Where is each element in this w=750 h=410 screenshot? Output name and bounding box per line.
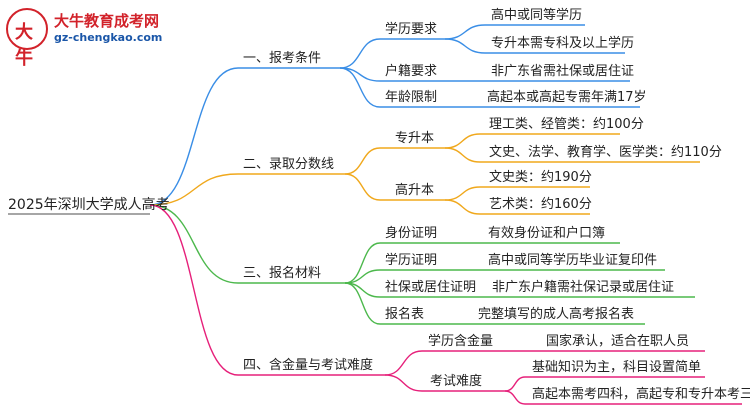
branch-label-1: 一、报考条件: [243, 51, 322, 66]
branch-4-connector: [149, 204, 239, 376]
leaf-1-1-1: 高中或同等学历: [491, 8, 583, 23]
branch-3-connector: [149, 204, 239, 284]
leaf-4-2-1-connector: [504, 376, 526, 392]
leaf-3-2-1: 高中或同等学历毕业证复印件: [488, 253, 658, 268]
branch-label-4: 四、含金量与考试难度: [243, 358, 374, 373]
node-3-1-connector: [344, 242, 381, 284]
node-1-1-connector: [339, 38, 381, 69]
node-1-1: 学历要求: [385, 22, 438, 37]
branch-label-2: 二、录取分数线: [243, 157, 335, 172]
leaf-4-1-1: 国家承认，适合在职人员: [546, 334, 690, 349]
leaf-2-1-1: 理工类、经管类：约100分: [489, 117, 644, 132]
leaf-1-1-2-connector: [444, 38, 486, 54]
leaf-1-1-2: 专升本需专科及以上学历: [491, 36, 635, 51]
leaf-4-2-2-connector: [504, 390, 526, 405]
logo-title: 大牛教育成考网: [54, 12, 160, 30]
node-3-1: 身份证明: [385, 226, 438, 241]
leaf-2-2-2: 艺术类：约160分: [489, 197, 592, 212]
node-3-3-connector: [344, 282, 381, 298]
site-logo[interactable]: 大牛 大牛教育成考网 gz-chengkao.com: [6, 8, 206, 69]
node-2-1-connector: [344, 147, 381, 175]
node-4-2: 考试难度: [430, 374, 483, 389]
node-4-1: 学历含金量: [428, 334, 494, 349]
node-3-2: 学历证明: [385, 253, 438, 268]
leaf-3-3-1: 非广东户籍需社保记录或居住证: [492, 280, 675, 295]
logo-badge-icon: 大牛: [6, 8, 48, 69]
leaf-1-2-1: 非广东省需社保或居住证: [491, 64, 635, 79]
node-1-3-connector: [339, 67, 381, 108]
leaf-2-1-2: 文史、法学、教育学、医学类：约110分: [489, 145, 722, 160]
leaf-2-2-2-connector: [444, 199, 481, 215]
node-2-1: 专升本: [395, 131, 435, 146]
node-3-4: 报名表: [385, 307, 425, 322]
branch-2-connector: [149, 173, 239, 206]
node-4-2-connector: [384, 374, 423, 392]
branch-label-3: 三、报名材料: [243, 266, 322, 281]
leaf-4-2-2: 高起本需考四科，高起专和专升本考三科: [532, 387, 750, 402]
node-1-3: 年龄限制: [385, 90, 438, 105]
node-2-2: 高升本: [395, 183, 435, 198]
leaf-2-1-1-connector: [444, 133, 481, 149]
leaf-3-4-1: 完整填写的成人高考报名表: [478, 307, 635, 322]
node-1-2-connector: [339, 67, 381, 82]
node-2-2-connector: [344, 173, 381, 201]
leaf-2-2-1: 文史类：约190分: [489, 170, 592, 185]
leaf-1-3-1: 高起本或高起专需年满17岁: [487, 90, 647, 105]
leaf-2-1-2-connector: [444, 147, 481, 163]
node-3-4-connector: [344, 282, 381, 325]
node-1-2: 户籍要求: [385, 64, 438, 79]
root-topic: 2025年深圳大学成人高考: [8, 197, 170, 213]
leaf-4-2-1: 基础知识为主，科目设置简单: [532, 360, 702, 375]
node-4-1-connector: [384, 350, 423, 376]
leaf-2-2-1-connector: [444, 186, 481, 201]
branch-1-connector: [149, 67, 239, 206]
leaf-1-1-1-connector: [444, 24, 486, 40]
logo-url: gz-chengkao.com: [54, 31, 163, 44]
node-3-3: 社保或居住证明: [385, 280, 477, 295]
leaf-3-1-1: 有效身份证和户口簿: [488, 226, 606, 241]
